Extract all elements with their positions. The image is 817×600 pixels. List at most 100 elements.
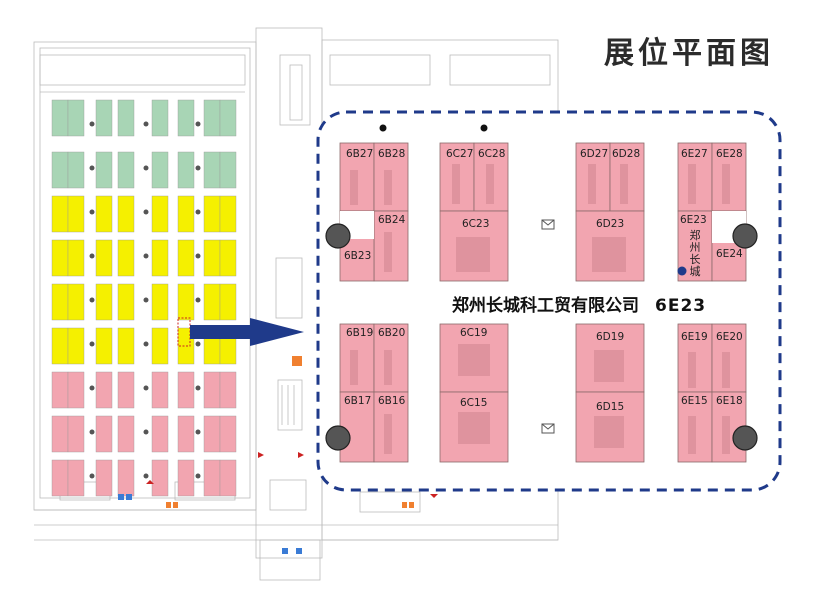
small-booth (51, 99, 69, 137)
booth-code: 6E23 (655, 296, 707, 316)
booth-label: 6E18 (716, 395, 743, 407)
column-dot-icon (379, 124, 387, 132)
booth-obscured-text (722, 352, 730, 388)
small-booth (67, 151, 85, 189)
small-booth (203, 459, 221, 497)
small-booth (151, 415, 169, 453)
booth-label: 6D27 (580, 148, 608, 160)
pillar-dot-icon (143, 473, 149, 479)
small-booth (95, 459, 113, 497)
pillar-dot-icon (195, 209, 201, 215)
pillar-dot-icon (89, 429, 95, 435)
pillar-dot-icon (89, 209, 95, 215)
pillar-dot-icon (195, 429, 201, 435)
small-booth (51, 239, 69, 277)
pillar-dot-icon (195, 165, 201, 171)
small-booth (203, 239, 221, 277)
small-booth (203, 283, 221, 321)
small-booth (177, 459, 195, 497)
small-booth (95, 195, 113, 233)
booth-label: 6D15 (596, 401, 624, 413)
booth-obscured-text (350, 170, 358, 205)
vertical-label-char: 城 (690, 265, 701, 278)
booth-label: 6D19 (596, 331, 624, 343)
small-booth (95, 99, 113, 137)
small-booth (51, 283, 69, 321)
small-booth (67, 99, 85, 137)
pillar-dot-icon (143, 341, 149, 347)
booth-obscured-text (722, 164, 730, 204)
small-booth (117, 371, 135, 409)
booth-obscured-text (384, 232, 392, 272)
small-booth (151, 239, 169, 277)
location-marker-icon (677, 266, 687, 276)
booth-label: 6B19 (346, 327, 373, 339)
pillar-dot-icon (89, 297, 95, 303)
booth-obscured-text (688, 352, 696, 388)
company-name: 郑州长城科工贸有限公司 (452, 296, 639, 316)
pillar-dot-icon (89, 341, 95, 347)
small-booth (117, 99, 135, 137)
pillar-dot-icon (143, 253, 149, 259)
booth-obscured-text (350, 350, 358, 385)
booth-label: 6C27 (446, 148, 473, 160)
booth-obscured-text (688, 164, 696, 204)
booth-label: 6B17 (344, 395, 371, 407)
small-booth (117, 151, 135, 189)
small-booth (95, 151, 113, 189)
pillar-icon (325, 425, 351, 451)
pillar-dot-icon (195, 341, 201, 347)
small-booth (177, 151, 195, 189)
booth-label: 6E28 (716, 148, 743, 160)
booth-label: 6E27 (681, 148, 708, 160)
small-booth (151, 195, 169, 233)
booth-obscured-text (594, 350, 624, 382)
pillar-dot-icon (143, 165, 149, 171)
small-booth (51, 415, 69, 453)
small-booth (177, 371, 195, 409)
small-booth (67, 195, 85, 233)
small-booth (67, 459, 85, 497)
booth-label: 6C28 (478, 148, 505, 160)
zoom-frame (316, 110, 782, 492)
booth-obscured-text (458, 344, 490, 376)
booth-obscured-text (592, 237, 626, 272)
pillar-dot-icon (143, 121, 149, 127)
page-title: 展位平面图 (604, 36, 774, 71)
pillar-dot-icon (143, 385, 149, 391)
small-booth (95, 415, 113, 453)
small-booth (117, 415, 135, 453)
pillar-icon (732, 425, 758, 451)
pillar-dot-icon (195, 121, 201, 127)
small-booth (219, 371, 237, 409)
pillar-dot-icon (89, 473, 95, 479)
booth-label: 6E15 (681, 395, 708, 407)
small-booth (51, 151, 69, 189)
small-booth (51, 371, 69, 409)
column-dot-icon (480, 124, 488, 132)
small-booth (219, 239, 237, 277)
envelope-icon (541, 219, 555, 434)
booth-label: 6E24 (716, 248, 743, 260)
booth-label: 6E20 (716, 331, 743, 343)
small-booth (151, 283, 169, 321)
booth-obscured-text (384, 170, 392, 205)
small-booth (117, 327, 135, 365)
small-booth (219, 151, 237, 189)
pillar-dot-icon (143, 297, 149, 303)
small-booth (151, 327, 169, 365)
small-booth (95, 239, 113, 277)
vertical-label-char: 州 (690, 241, 701, 254)
small-booth (219, 195, 237, 233)
pointer-arrow (190, 318, 304, 346)
small-booth (117, 239, 135, 277)
small-booth (203, 195, 221, 233)
pillar-icon (325, 223, 351, 249)
pillar-dot-icon (89, 253, 95, 259)
small-booth (219, 283, 237, 321)
small-booth (117, 283, 135, 321)
small-booth (219, 459, 237, 497)
booth-label: 6B20 (378, 327, 405, 339)
booth-obscured-text (384, 350, 392, 385)
